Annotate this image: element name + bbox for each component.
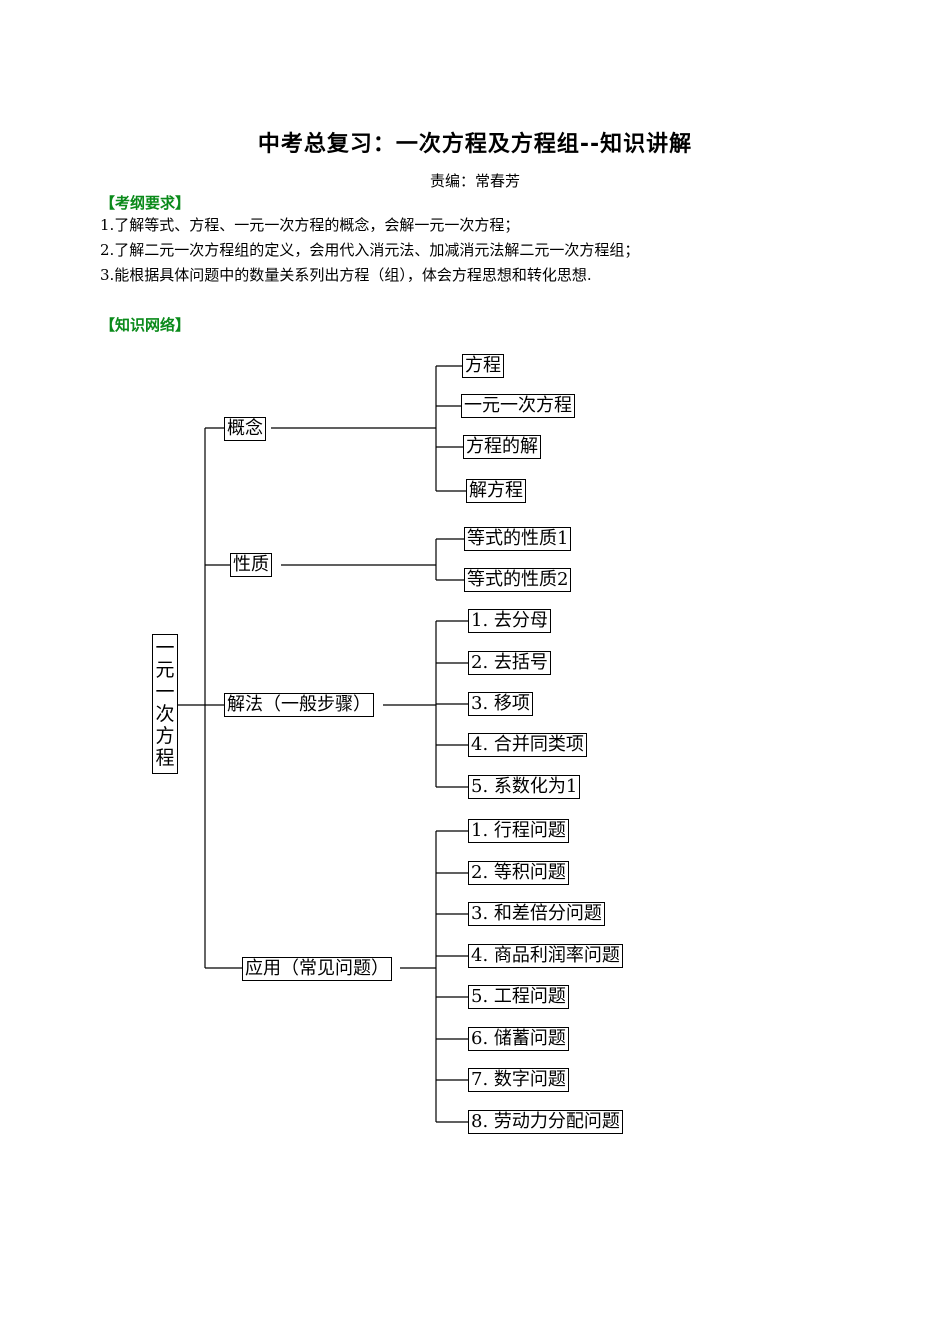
leaf-node: 5. 系数化为1 <box>468 775 581 799</box>
leaf-node: 1. 去分母 <box>468 609 551 633</box>
root-node-char: 程 <box>155 747 175 769</box>
root-node-char: 方 <box>155 725 175 747</box>
branch-node: 性质 <box>230 553 272 577</box>
page-title: 中考总复习：一次方程及方程组--知识讲解 <box>257 132 693 157</box>
leaf-node: 8. 劳动力分配问题 <box>468 1110 623 1134</box>
network-heading: 【知识网络】 <box>100 316 191 334</box>
root-node-char: 一 <box>155 681 175 703</box>
leaf-node: 6. 储蓄问题 <box>468 1027 569 1051</box>
leaf-node: 一元一次方程 <box>461 394 575 418</box>
leaf-node: 7. 数字问题 <box>468 1068 569 1092</box>
leaf-node: 5. 工程问题 <box>468 985 569 1009</box>
root-node-char: 一 <box>155 637 175 659</box>
root-node-char: 次 <box>155 703 175 725</box>
leaf-node: 等式的性质1 <box>464 527 572 551</box>
branch-node: 应用（常见问题） <box>242 957 392 981</box>
author-line: 责编：常春芳 <box>429 172 520 190</box>
leaf-node: 方程 <box>462 354 504 378</box>
root-node: 一 元 一 次 方 程 <box>152 634 178 774</box>
requirements-heading: 【考纲要求】 <box>100 194 191 212</box>
leaf-node: 方程的解 <box>463 435 541 459</box>
leaf-node: 3. 移项 <box>468 692 533 716</box>
requirement-item-1: 1.了解等式、方程、一元一次方程的概念，会解一元一次方程； <box>100 216 520 234</box>
leaf-node: 解方程 <box>466 479 526 503</box>
branch-node: 解法（一般步骤） <box>224 693 374 717</box>
leaf-node: 4. 合并同类项 <box>468 733 587 757</box>
branch-node: 概念 <box>224 417 266 441</box>
leaf-node: 2. 去括号 <box>468 651 551 675</box>
leaf-node: 等式的性质2 <box>464 568 572 592</box>
leaf-node: 4. 商品利润率问题 <box>468 944 623 968</box>
requirement-item-3: 3.能根据具体问题中的数量关系列出方程（组），体会方程思想和转化思想. <box>100 266 592 284</box>
leaf-node: 1. 行程问题 <box>468 819 569 843</box>
leaf-node: 2. 等积问题 <box>468 861 569 885</box>
leaf-node: 3. 和差倍分问题 <box>468 902 605 926</box>
requirement-item-2: 2.了解二元一次方程组的定义，会用代入消元法、加减消元法解二元一次方程组； <box>100 241 640 259</box>
root-node-char: 元 <box>155 659 175 681</box>
